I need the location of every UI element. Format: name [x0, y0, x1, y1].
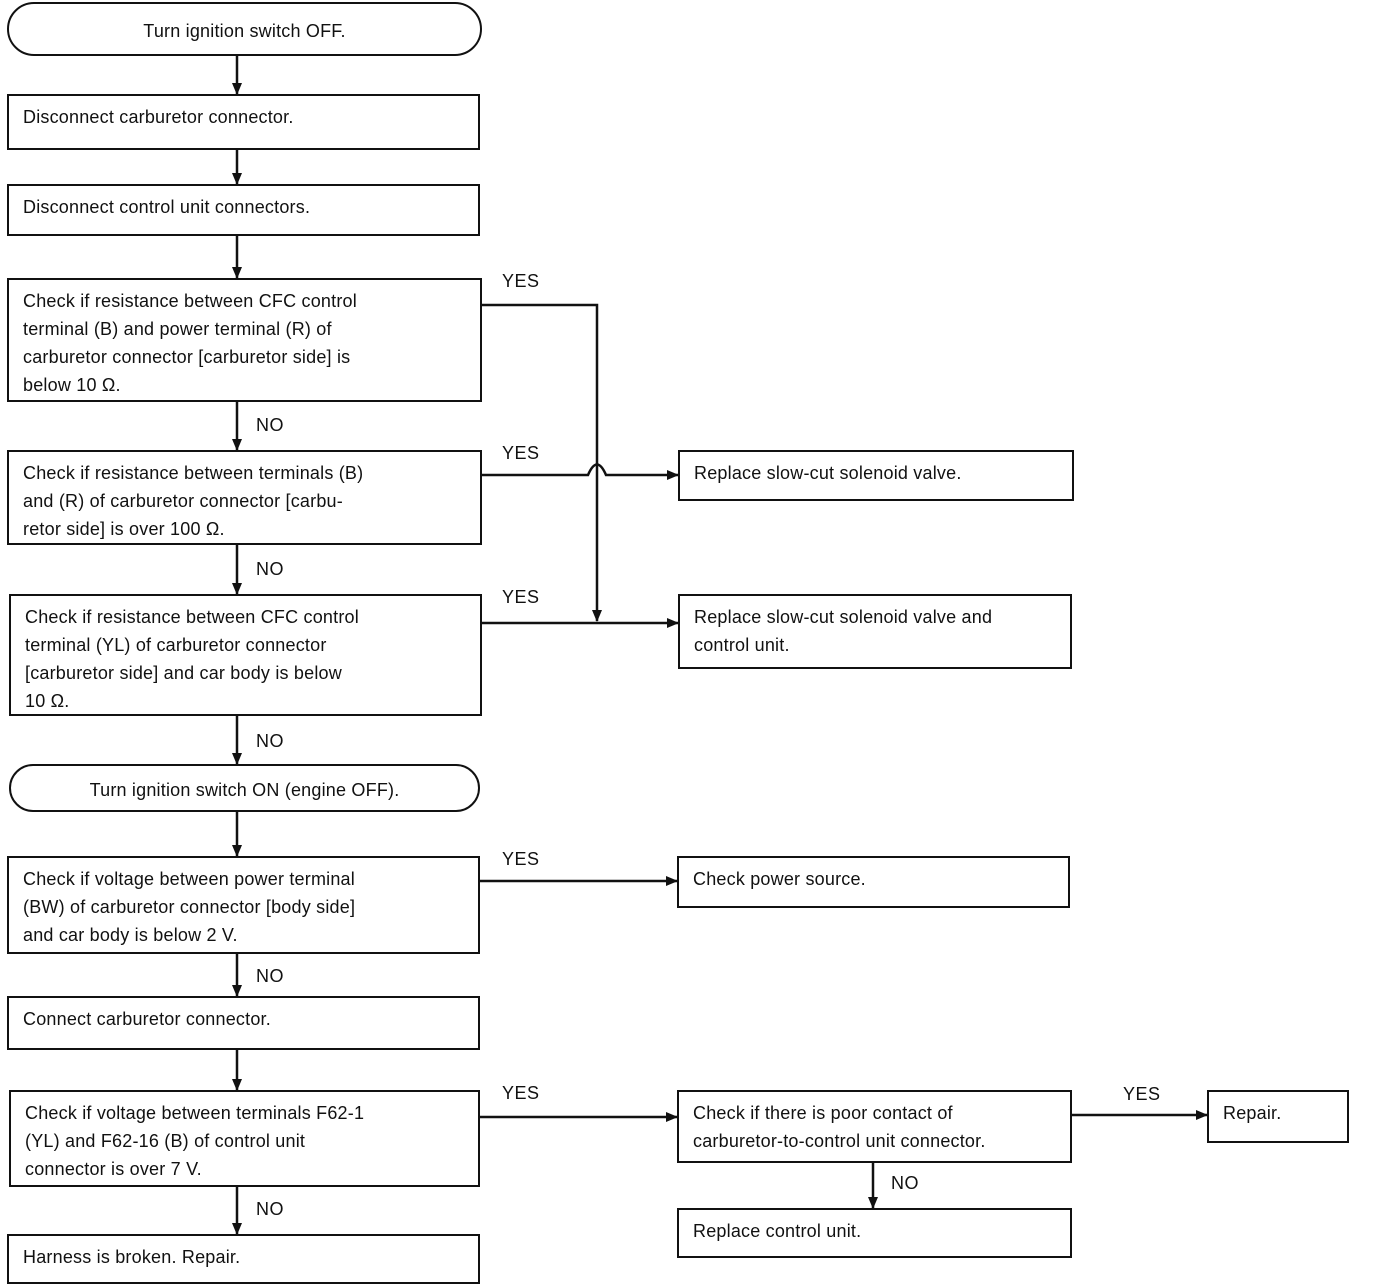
yes-label-contact: YES — [1123, 1084, 1161, 1104]
check-voltage-bw-below-2v: Check if voltage between power terminal … — [7, 856, 480, 954]
harness-broken-repair: Harness is broken. Repair. — [7, 1234, 480, 1284]
yes-label-check3: YES — [502, 587, 540, 607]
yes-label-check4: YES — [502, 849, 540, 869]
yes-label-check2: YES — [502, 443, 540, 463]
yes-label-check1: YES — [502, 271, 540, 291]
check-resistance-yl-body: Check if resistance between CFC control … — [9, 594, 482, 716]
no-label-contact: NO — [891, 1173, 919, 1193]
check-voltage-f62-over-7v: Check if voltage between terminals F62-1… — [9, 1090, 480, 1187]
yes-label-check5: YES — [502, 1083, 540, 1103]
check-power-source: Check power source. — [677, 856, 1070, 908]
replace-control-unit: Replace control unit. — [677, 1208, 1072, 1258]
replace-solenoid-valve-and-control-unit: Replace slow-cut solenoid valve and cont… — [678, 594, 1072, 669]
no-label-check4: NO — [256, 966, 284, 986]
replace-solenoid-valve: Replace slow-cut solenoid valve. — [678, 450, 1074, 501]
ignition-on-terminal: Turn ignition switch ON (engine OFF). — [9, 764, 480, 812]
arrow-check2-yes — [482, 463, 679, 480]
repair-step: Repair. — [1207, 1090, 1349, 1143]
no-label-check1: NO — [256, 415, 284, 435]
no-label-check2: NO — [256, 559, 284, 579]
no-label-check3: NO — [256, 731, 284, 751]
connect-carburetor-step: Connect carburetor connector. — [7, 996, 480, 1050]
no-label-check5: NO — [256, 1199, 284, 1219]
check-poor-contact: Check if there is poor contact of carbur… — [677, 1090, 1072, 1163]
disconnect-control-unit-step: Disconnect control unit connectors. — [7, 184, 480, 236]
check-resistance-b-r-over-100: Check if resistance between terminals (B… — [7, 450, 482, 545]
arrow-check1-yes — [482, 303, 602, 622]
check-resistance-b-r-below-10: Check if resistance between CFC control … — [7, 278, 482, 402]
start-terminal: Turn ignition switch OFF. — [7, 2, 482, 56]
disconnect-carburetor-step: Disconnect carburetor connector. — [7, 94, 480, 150]
